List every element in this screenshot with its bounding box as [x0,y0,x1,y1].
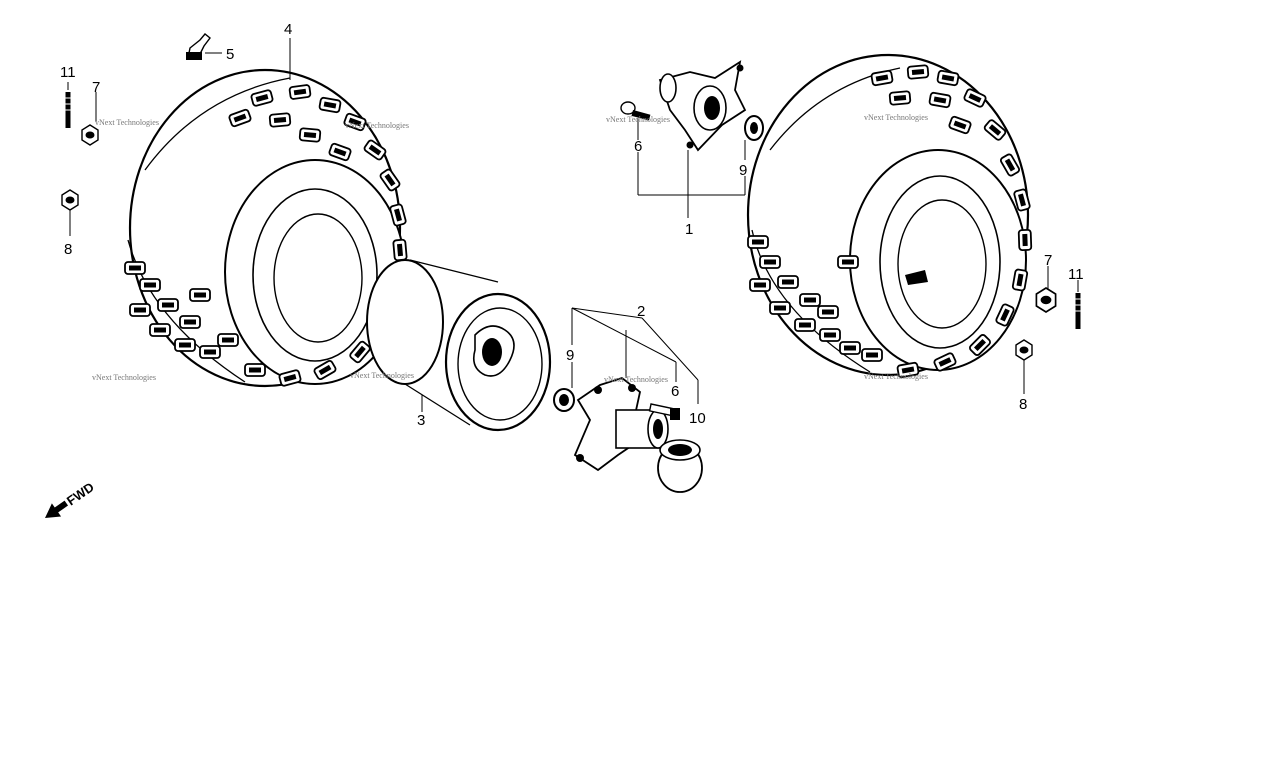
callout-10: 10 [689,410,706,427]
callout-9-upper: 9 [739,162,747,179]
callout-3: 3 [417,412,425,429]
bolt-6-lower [648,403,680,420]
callout-11-left: 11 [60,64,76,81]
callout-6-upper: 6 [634,138,642,155]
callout-labels: 4 5 11 7 8 6 9 1 2 9 3 6 10 7 11 8 [60,21,1084,429]
lug-nut-8-right [1015,339,1033,361]
spacer-10 [657,439,703,493]
watermark-8: vNext Technologies [864,372,928,381]
lug-nut-8-left [61,189,79,211]
callout-7-left: 7 [92,79,100,96]
seal-9-upper [744,115,764,141]
seal-9-lower [553,388,575,412]
callout-8-left: 8 [64,241,72,258]
wheel-hub-lower [573,376,669,472]
valve-stem [186,33,222,60]
callout-11-right: 11 [1068,266,1084,283]
watermark-7: vNext Technologies [604,375,668,384]
callout-5: 5 [226,46,234,63]
lug-nut-7-left [81,124,99,146]
wheel-hub-upper [658,60,747,152]
callout-1: 1 [685,221,693,238]
callout-2: 2 [637,303,645,320]
bolt-6-upper [620,101,651,121]
leader-lines [67,38,1079,404]
watermark-6: vNext Technologies [350,371,414,380]
watermark-2: vNext Technologies [345,121,409,130]
tire-left [124,68,408,388]
lug-nut-7-right [1035,287,1057,313]
watermarks: vNext Technologies vNext Technologies vN… [92,113,928,384]
wheel-stud-right [1075,292,1081,330]
watermark-3: vNext Technologies [606,115,670,124]
tire-right [746,53,1033,379]
watermark-1: vNext Technologies [95,118,159,127]
watermark-4: vNext Technologies [864,113,928,122]
wheel-stud-left [65,91,71,129]
fwd-label: FWD [64,479,97,508]
callout-7-right: 7 [1044,252,1052,269]
callout-8-right: 8 [1019,396,1027,413]
callout-9-lower: 9 [566,347,574,364]
arrow-icon [45,500,69,518]
watermark-5: vNext Technologies [92,373,156,382]
callout-6-lower: 6 [671,383,679,400]
wheel-rim [366,259,552,432]
callout-4: 4 [284,21,292,38]
forward-direction-indicator: FWD [45,479,97,518]
